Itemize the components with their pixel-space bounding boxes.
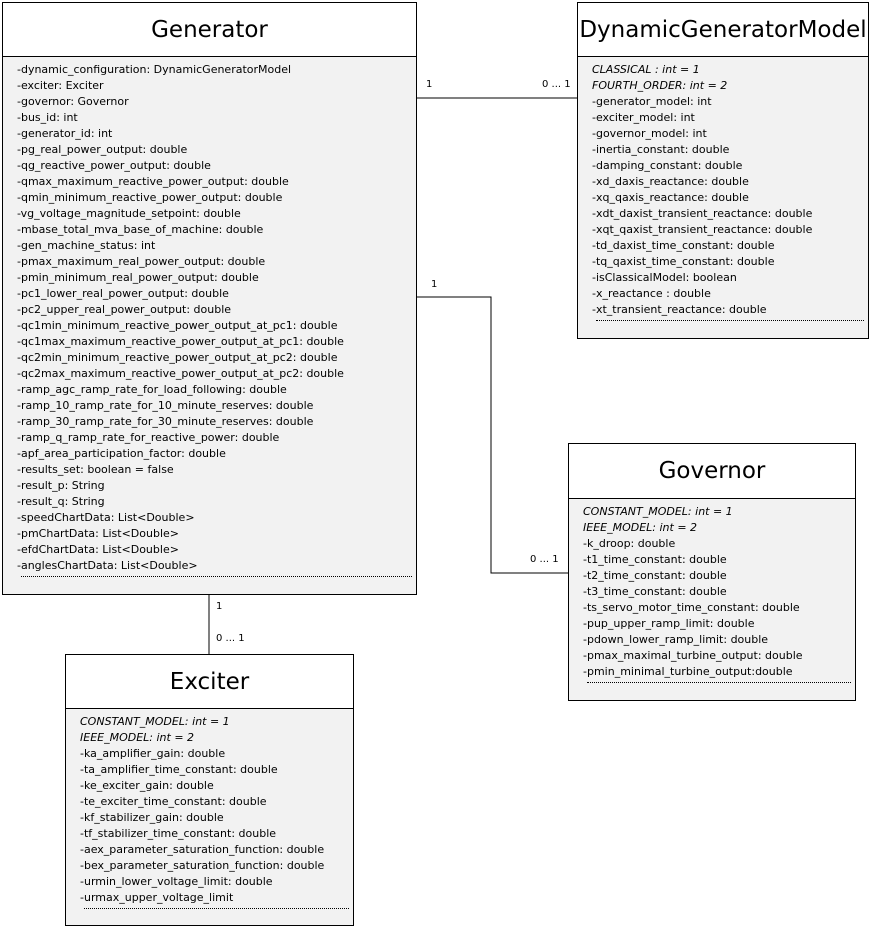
class-attribute: -ke_exciter_gain: double [80, 779, 214, 792]
class-name: DynamicGeneratorModel [578, 3, 868, 57]
class-attribute: -pc1_lower_real_power_output: double [17, 287, 229, 300]
class-attribute: -results_set: boolean = false [17, 463, 174, 476]
class-attribute: -qc1min_minimum_reactive_power_output_at… [17, 319, 338, 332]
attribute-list: CONSTANT_MODEL: int = 1 IEEE_MODEL: int =… [569, 499, 855, 683]
class-attribute: -inertia_constant: double [592, 143, 730, 156]
association-generator-governor [416, 296, 568, 574]
multiplicity-generator-end-governor: 1 [431, 279, 438, 290]
class-attribute: -speedChartData: List<Double> [17, 511, 195, 524]
class-dynamic-generator-model[interactable]: DynamicGeneratorModel CLASSICAL : int = … [577, 2, 869, 339]
class-attribute: -ramp_10_ramp_rate_for_10_minute_reserve… [17, 399, 314, 412]
class-attribute: -ts_servo_motor_time_constant: double [583, 601, 800, 614]
class-attribute: -gen_machine_status: int [17, 239, 156, 252]
class-attribute: -qc1max_maximum_reactive_power_output_at… [17, 335, 344, 348]
class-attribute: -ta_amplifier_time_constant: double [80, 763, 278, 776]
class-attribute: -result_p: String [17, 479, 105, 492]
attribute-list: CLASSICAL : int = 1 FOURTH_ORDER: int = 2… [578, 57, 868, 321]
class-attribute: CONSTANT_MODEL: int = 1 [80, 715, 230, 728]
class-attribute: -t3_time_constant: double [583, 585, 727, 598]
class-attribute: -generator_model: int [592, 95, 712, 108]
class-exciter[interactable]: Exciter CONSTANT_MODEL: int = 1 IEEE_MODE… [65, 654, 354, 926]
class-attribute: IEEE_MODEL: int = 2 [583, 521, 698, 534]
class-generator[interactable]: Generator -dynamic_configuration: Dynami… [2, 2, 417, 595]
operations-separator [596, 320, 864, 321]
multiplicity-governor-end: 0 ... 1 [530, 554, 559, 565]
class-attribute: -generator_id: int [17, 127, 113, 140]
operations-separator [21, 576, 412, 577]
class-attribute: -pmin_minimal_turbine_output:double [583, 665, 793, 678]
class-attribute: -pmax_maximum_real_power_output: double [17, 255, 266, 268]
class-attribute: -aex_parameter_saturation_function: doub… [80, 843, 325, 856]
class-attribute: -pup_upper_ramp_limit: double [583, 617, 755, 630]
class-attribute: -pmChartData: List<Double> [17, 527, 180, 540]
class-attribute: -exciter: Exciter [17, 79, 104, 92]
class-attribute: -anglesChartData: List<Double> [17, 559, 198, 572]
class-governor[interactable]: Governor CONSTANT_MODEL: int = 1 IEEE_MOD… [568, 443, 856, 701]
class-attribute: FOURTH_ORDER: int = 2 [592, 79, 728, 92]
class-attribute: -t1_time_constant: double [583, 553, 727, 566]
class-attribute: -ramp_30_ramp_rate_for_30_minute_reserve… [17, 415, 314, 428]
class-attribute: -te_exciter_time_constant: double [80, 795, 267, 808]
class-name: Generator [3, 3, 416, 57]
class-attribute: -efdChartData: List<Double> [17, 543, 179, 556]
class-attribute: -governor: Governor [17, 95, 129, 108]
class-attribute: CLASSICAL : int = 1 [592, 63, 700, 76]
class-attribute: -pc2_upper_real_power_output: double [17, 303, 232, 316]
class-attribute: CONSTANT_MODEL: int = 1 [583, 505, 733, 518]
class-attribute: -pg_real_power_output: double [17, 143, 188, 156]
class-attribute: -pmax_maximal_turbine_output: double [583, 649, 803, 662]
class-attribute: -kf_stabilizer_gain: double [80, 811, 224, 824]
class-attribute: -qg_reactive_power_output: double [17, 159, 211, 172]
class-attribute: -qc2max_maximum_reactive_power_output_at… [17, 367, 344, 380]
class-attribute: -governor_model: int [592, 127, 707, 140]
class-attribute: -bus_id: int [17, 111, 78, 124]
operations-separator [84, 908, 349, 909]
attribute-list: CONSTANT_MODEL: int = 1 IEEE_MODEL: int =… [66, 709, 353, 909]
class-attribute: -damping_constant: double [592, 159, 743, 172]
class-attribute: -td_daxist_time_constant: double [592, 239, 775, 252]
class-attribute: -x_reactance : double [592, 287, 711, 300]
class-attribute: -exciter_model: int [592, 111, 695, 124]
class-attribute: -t2_time_constant: double [583, 569, 727, 582]
class-attribute: -k_droop: double [583, 537, 676, 550]
class-attribute: -vg_voltage_magnitude_setpoint: double [17, 207, 241, 220]
attribute-list: -dynamic_configuration: DynamicGenerator… [3, 57, 416, 577]
class-attribute: -qmax_maximum_reactive_power_output: dou… [17, 175, 289, 188]
multiplicity-exciter-end: 0 ... 1 [216, 633, 245, 644]
class-attribute: -dynamic_configuration: DynamicGenerator… [17, 63, 292, 76]
class-attribute: IEEE_MODEL: int = 2 [80, 731, 195, 744]
class-attribute: -result_q: String [17, 495, 105, 508]
class-attribute: -urmax_upper_voltage_limit [80, 891, 234, 904]
class-attribute: -xdt_daxist_transient_reactance: double [592, 207, 813, 220]
multiplicity-generator-end-dynamic: 1 [426, 79, 433, 90]
class-attribute: -isClassicalModel: boolean [592, 271, 737, 284]
class-attribute: -ka_amplifier_gain: double [80, 747, 226, 760]
class-attribute: -xqt_qaxist_transient_reactance: double [592, 223, 813, 236]
class-attribute: -tq_qaxist_time_constant: double [592, 255, 775, 268]
class-attribute: -xd_daxis_reactance: double [592, 175, 749, 188]
class-attribute: -ramp_agc_ramp_rate_for_load_following: … [17, 383, 287, 396]
class-attribute: -bex_parameter_saturation_function: doub… [80, 859, 325, 872]
class-attribute: -xt_transient_reactance: double [592, 303, 767, 316]
class-attribute: -pdown_lower_ramp_limit: double [583, 633, 769, 646]
class-attribute: -qmin_minimum_reactive_power_output: dou… [17, 191, 283, 204]
class-attribute: -pmin_minimum_real_power_output: double [17, 271, 259, 284]
multiplicity-generator-end-exciter: 1 [216, 601, 223, 612]
class-attribute: -apf_area_participation_factor: double [17, 447, 226, 460]
multiplicity-dynamic-model-end: 0 ... 1 [542, 79, 571, 90]
class-attribute: -ramp_q_ramp_rate_for_reactive_power: do… [17, 431, 280, 444]
class-attribute: -tf_stabilizer_time_constant: double [80, 827, 277, 840]
class-name: Governor [569, 444, 855, 499]
class-name: Exciter [66, 655, 353, 709]
class-attribute: -mbase_total_mva_base_of_machine: double [17, 223, 264, 236]
operations-separator [587, 682, 851, 683]
class-attribute: -qc2min_minimum_reactive_power_output_at… [17, 351, 338, 364]
class-attribute: -urmin_lower_voltage_limit: double [80, 875, 273, 888]
class-attribute: -xq_qaxis_reactance: double [592, 191, 749, 204]
